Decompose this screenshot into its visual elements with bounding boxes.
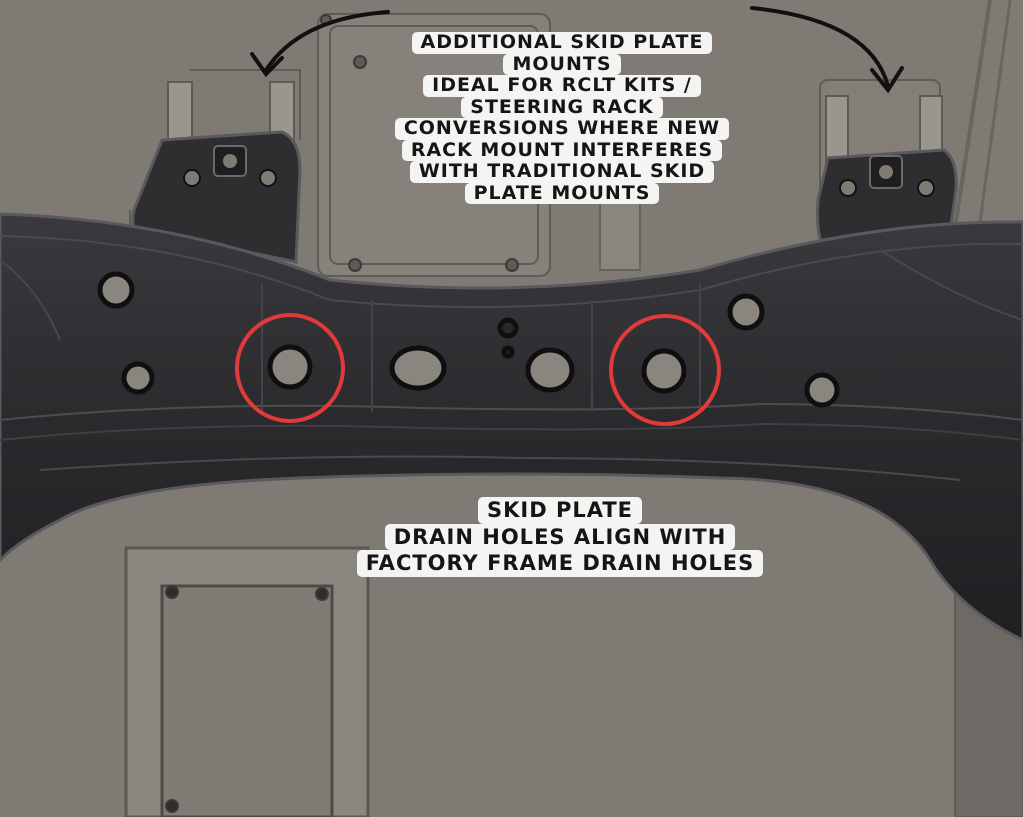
drain-holes-callout: SKID PLATE DRAIN HOLES ALIGN WITH FACTOR… (240, 497, 880, 577)
left-curved-arrow (264, 10, 390, 72)
left-drain-hole-highlight (235, 313, 345, 423)
left-skid-plate-mount (131, 130, 302, 264)
right-skid-plate-mount (816, 148, 958, 246)
right-curved-arrow (750, 6, 890, 88)
callout-line: MOUNTS (503, 53, 621, 75)
skid-plate-mounts-callout: ADDITIONAL SKID PLATE MOUNTS IDEAL FOR R… (332, 31, 792, 204)
right-drain-hole-highlight (609, 314, 721, 426)
callout-line: SKID PLATE (477, 497, 643, 524)
callout-line: PLATE MOUNTS (464, 182, 660, 204)
callout-arrows (250, 6, 904, 94)
callout-line: CONVERSIONS WHERE NEW (394, 117, 730, 140)
subframe-crossmember (0, 212, 1023, 642)
callout-line: WITH TRADITIONAL SKID (409, 160, 715, 183)
frame-holes (97, 271, 840, 408)
callout-line: DRAIN HOLES ALIGN WITH (384, 523, 736, 550)
callout-line: ADDITIONAL SKID PLATE (411, 31, 713, 54)
callout-line: FACTORY FRAME DRAIN HOLES (356, 550, 764, 577)
callout-line: IDEAL FOR RCLT KITS / (423, 74, 701, 97)
callout-line: STEERING RACK (461, 96, 663, 118)
callout-line: RACK MOUNT INTERFERES (401, 139, 723, 161)
drain-hole-highlights (235, 313, 721, 426)
